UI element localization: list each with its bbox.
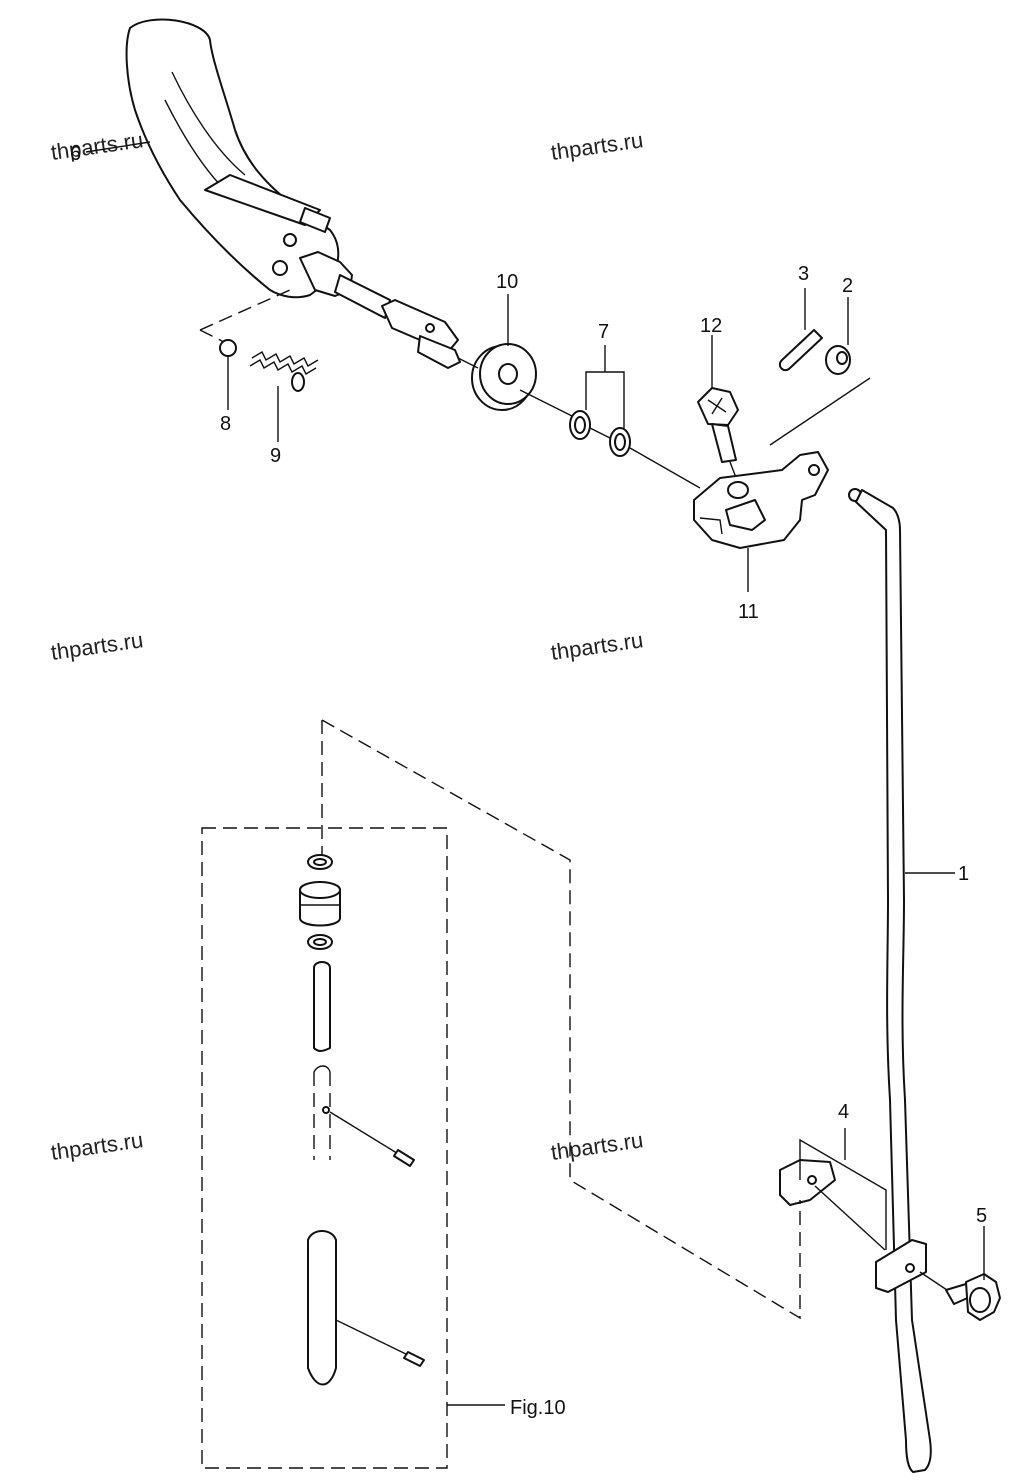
callout-6: 6 bbox=[70, 143, 81, 165]
callout-5: 5 bbox=[976, 1205, 987, 1227]
bracket-part-11 bbox=[693, 377, 871, 592]
o-rings-part-7 bbox=[569, 345, 701, 489]
callout-1: 1 bbox=[958, 863, 969, 885]
callout-9: 9 bbox=[270, 445, 281, 467]
shift-lever-part-6 bbox=[125, 18, 461, 369]
callout-3: 3 bbox=[798, 263, 809, 285]
callout-11: 11 bbox=[738, 601, 759, 623]
clip-part-3 bbox=[778, 288, 823, 372]
callout-10: 10 bbox=[496, 271, 518, 293]
watermark-6: thparts.ru bbox=[549, 1127, 645, 1165]
detent-ball-part-8 bbox=[199, 289, 291, 357]
watermark-4: thparts.ru bbox=[549, 627, 645, 665]
callout-12: 12 bbox=[700, 315, 722, 337]
washer-part-10 bbox=[457, 343, 581, 421]
callout-2: 2 bbox=[842, 275, 853, 297]
washer-part-2 bbox=[825, 297, 851, 375]
watermarks: thparts.ru thparts.ru thparts.ru thparts… bbox=[49, 127, 645, 1165]
callouts: 1 2 3 4 5 6 7 8 9 10 11 12 Fig.10 bbox=[70, 141, 987, 1419]
watermark-2: thparts.ru bbox=[549, 127, 645, 165]
watermark-3: thparts.ru bbox=[49, 627, 145, 665]
watermark-1: thparts.ru bbox=[49, 127, 145, 165]
fig10-label: Fig.10 bbox=[510, 1397, 566, 1419]
bolt-part-12 bbox=[697, 335, 741, 489]
shift-rod-part-1 bbox=[848, 488, 955, 1473]
callout-7: 7 bbox=[598, 321, 609, 343]
watermark-5: thparts.ru bbox=[49, 1127, 145, 1165]
callout-8: 8 bbox=[220, 413, 231, 435]
callout-4: 4 bbox=[838, 1101, 849, 1123]
joint-part-4 bbox=[779, 1128, 927, 1293]
bolt-part-5 bbox=[919, 1226, 1001, 1321]
spring-part-9 bbox=[249, 351, 319, 392]
fig10-reference-box bbox=[201, 827, 505, 1469]
connection-lines bbox=[321, 719, 801, 1320]
